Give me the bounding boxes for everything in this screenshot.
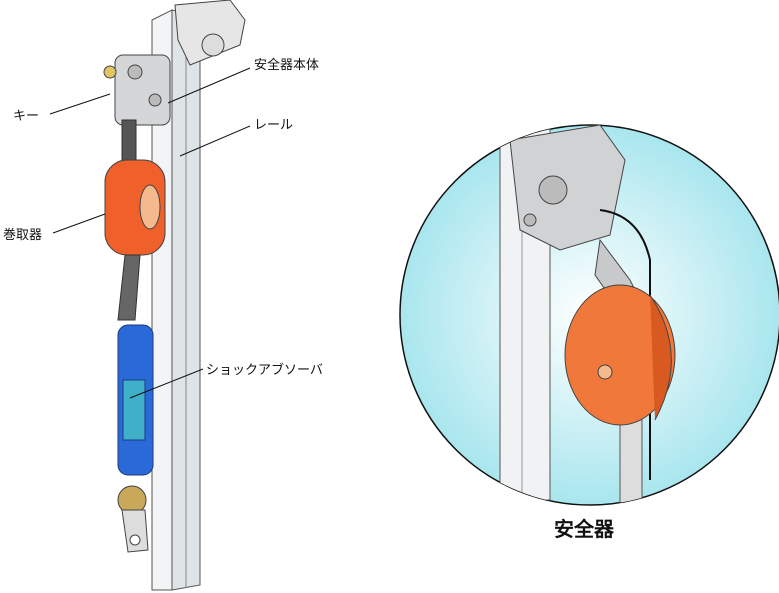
- shock-absorber: [117, 324, 154, 476]
- label-key: キー: [13, 109, 40, 124]
- caption: 安全器: [554, 517, 614, 541]
- label-winder: 巻取器: [3, 228, 43, 243]
- label-shock-absorber: ショックアブソーバ: [206, 363, 323, 378]
- winder: [104, 159, 166, 256]
- rail: [151, 9, 201, 591]
- safety-body: [103, 54, 171, 126]
- leader-lines: [49, 67, 251, 399]
- top-bracket: [174, 0, 246, 66]
- label-safety-body: 安全器本体: [254, 58, 320, 73]
- detail-circle: [399, 124, 779, 506]
- label-rail: レール: [254, 118, 294, 133]
